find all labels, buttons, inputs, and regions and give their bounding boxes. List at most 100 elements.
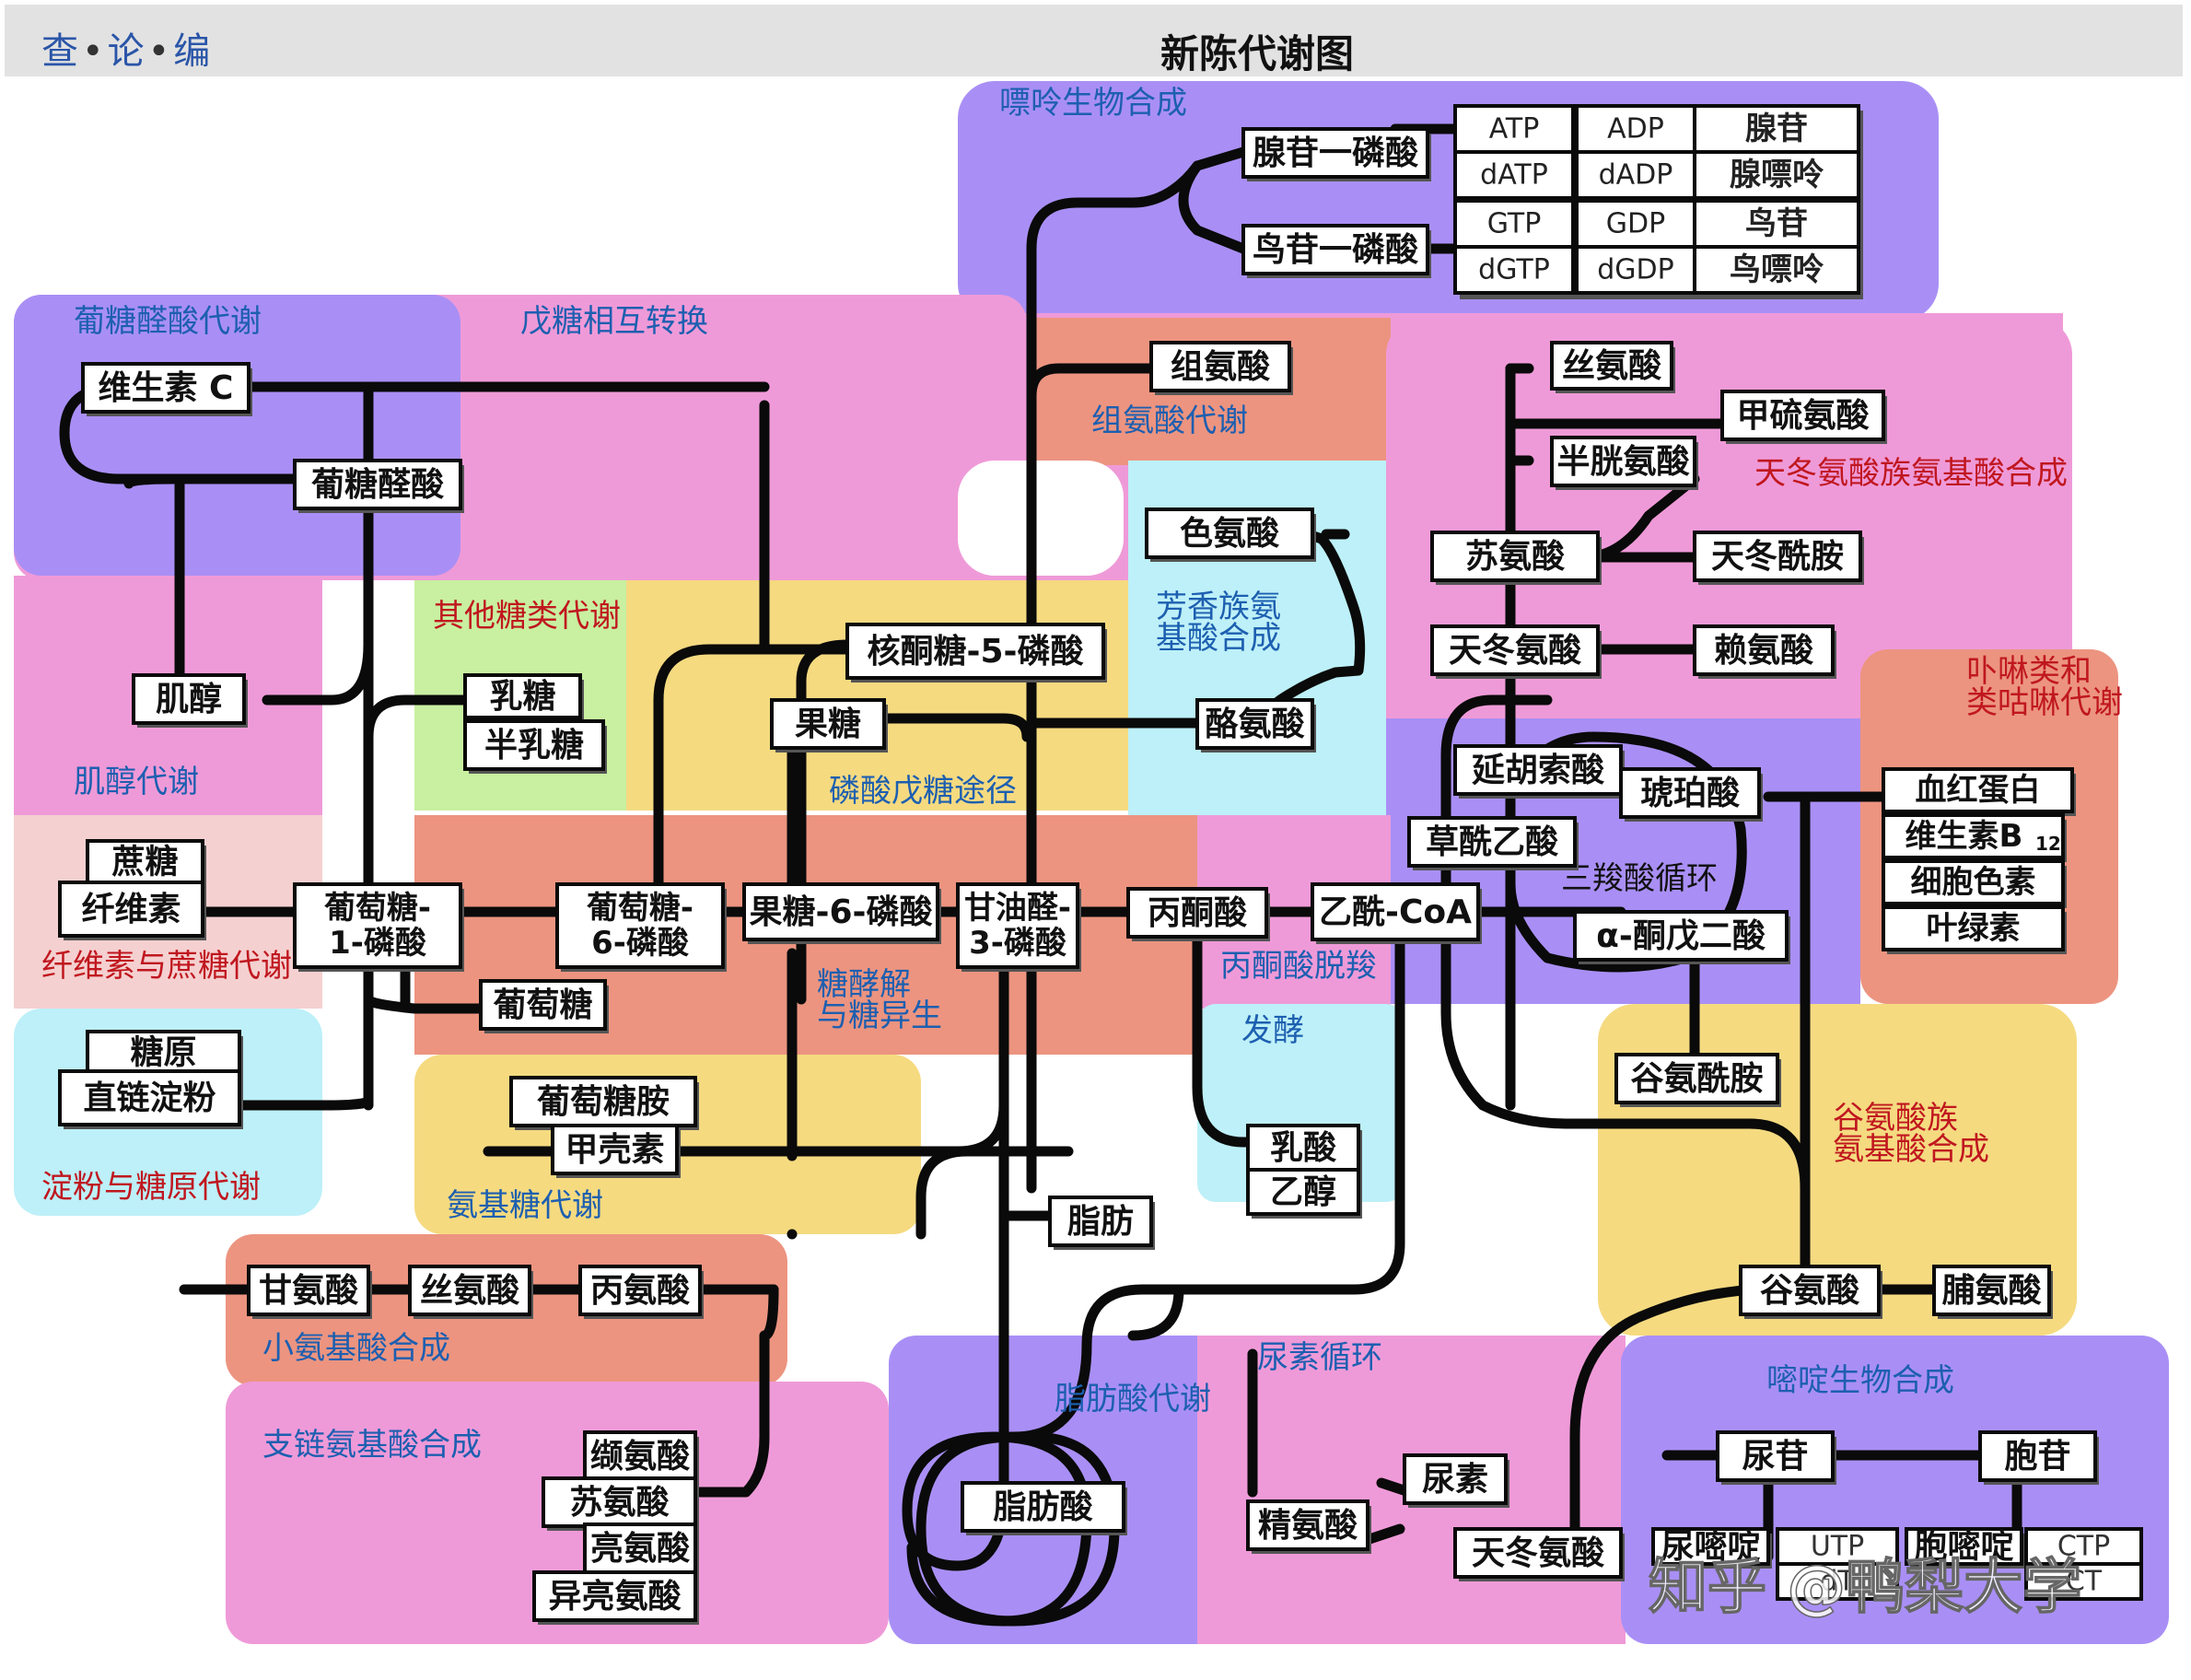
purine-cell[interactable]: GDP [1606,208,1665,240]
node-glutamate[interactable]: 谷氨酸 [1739,1265,1882,1319]
node-histidine[interactable]: 组氨酸 [1149,341,1293,395]
node-g1p[interactable]: 葡萄糖-1-磷酸 [293,882,464,972]
node-tryptophan[interactable]: 色氨酸 [1145,508,1316,562]
porphyrin-item[interactable]: 维生素B [1905,818,2023,855]
node-proline[interactable]: 脯氨酸 [1932,1265,2053,1319]
node-methionine[interactable]: 甲硫氨酸 [1720,390,1887,444]
node-label: 天冬氨酸 [1449,632,1581,670]
node-serine_bot[interactable]: 丝氨酸 [408,1265,533,1319]
node-amp[interactable]: 腺苷一磷酸 [1241,127,1431,181]
purine-cell[interactable]: ADP [1607,113,1664,146]
purine-cell[interactable]: dGTP [1478,254,1550,286]
node-succinate[interactable]: 琥珀酸 [1619,767,1763,822]
region-label-pentose: 戊糖相互转换 [520,303,708,340]
node-fat[interactable]: 脂肪 [1048,1196,1155,1250]
pyrimidine-nucleotides: UTP CTP dT CT [1776,1527,2143,1601]
talk-link[interactable]: 论 [107,30,145,73]
purine-cell[interactable]: GTP [1487,208,1542,240]
node-aspartate_bot[interactable]: 天冬氨酸 [1453,1527,1625,1581]
node-tyrosine[interactable]: 酪氨酸 [1195,698,1316,752]
nucleotide-label[interactable]: UTP [1811,1531,1864,1563]
node-akg[interactable]: α-酮戊二酸 [1573,910,1790,964]
purine-cell[interactable]: dADP [1599,159,1673,192]
purine-cell[interactable]: 腺苷 [1745,111,1808,147]
node-cytosine[interactable]: 胞嘧啶 [1905,1527,2025,1569]
node-amylose[interactable]: 直链淀粉 [58,1069,243,1129]
node-cytidine[interactable]: 胞苷 [1978,1430,2099,1485]
purine-cell[interactable]: dGDP [1597,254,1673,286]
node-label: 半乳糖 [484,727,584,764]
view-link[interactable]: 查 [41,30,78,73]
node-aspartate_top[interactable]: 天冬氨酸 [1430,624,1602,679]
node-label: 酪氨酸 [1205,706,1304,743]
nucleotide-label[interactable]: CTP [2057,1531,2110,1563]
node-gap[interactable]: 甘油醛-3-磷酸 [956,882,1081,972]
node-label: 脯氨酸 [1941,1272,2041,1310]
node-label: 异亮氨酸 [548,1578,681,1616]
node-lactate[interactable]: 乳酸 [1246,1124,1362,1174]
node-asparagine[interactable]: 天冬酰胺 [1693,531,1864,585]
region-label-histidine: 组氨酸代谢 [1091,402,1248,439]
node-leucine[interactable]: 亮氨酸 [583,1522,699,1577]
node-glucosamine[interactable]: 葡萄糖胺 [509,1076,699,1130]
node-uracil[interactable]: 尿嘧啶 [1651,1527,1772,1569]
node-urea[interactable]: 尿素 [1403,1453,1509,1508]
nucleotide-label[interactable]: dT [1820,1566,1855,1598]
node-uridine[interactable]: 尿苷 [1716,1430,1836,1485]
node-label: 丝氨酸 [1562,347,1661,385]
node-serine_top[interactable]: 丝氨酸 [1550,341,1675,393]
region-label-tca: 三羧酸循环 [1561,860,1718,897]
node-cysteine[interactable]: 半胱氨酸 [1550,436,1698,490]
node-label: 赖氨酸 [1714,632,1813,670]
porphyrin-item[interactable]: 细胞色素 [1911,864,2036,901]
node-ribulose5p[interactable]: 核酮糖-5-磷酸 [845,623,1107,682]
node-ethanol[interactable]: 乙醇 [1246,1168,1362,1219]
node-glucuronic[interactable]: 葡糖醛酸 [293,459,464,513]
node-glucose[interactable]: 葡萄糖 [479,979,609,1033]
node-label: 胞苷 [2004,1438,2070,1476]
node-arginine[interactable]: 精氨酸 [1246,1499,1371,1554]
node-lactose_sugar[interactable]: 乳糖 [463,673,584,722]
node-chitin[interactable]: 甲壳素 [551,1124,681,1178]
purine-cell[interactable]: 鸟嘌呤 [1730,251,1824,288]
node-label: 果糖 [795,706,861,743]
node-acetylcoa[interactable]: 乙酰-CoA [1311,882,1482,944]
node-label: 脂肪 [1067,1203,1134,1241]
node-label: 纤维素 [81,891,181,928]
node-fructose[interactable]: 果糖 [770,698,888,752]
purine-table: ATP ADP 腺苷 dATP dADP 腺嘌呤 GTP GDP 鸟苷 dGTP dGDP 鸟嘌呤 [1453,104,1863,299]
node-label: 甘氨酸 [259,1272,358,1310]
region-label-purine: 嘌呤生物合成 [999,85,1187,122]
node-cellulose[interactable]: 纤维素 [58,881,206,940]
purine-cell[interactable]: dATP [1480,159,1548,192]
node-glutamine[interactable]: 谷氨酰胺 [1614,1053,1781,1107]
node-pyruvate[interactable]: 丙酮酸 [1126,887,1270,941]
node-inositol[interactable]: 肌醇 [132,673,248,728]
purine-cell[interactable]: ATP [1489,113,1540,146]
nucleotide-label[interactable]: CT [2066,1566,2103,1598]
edit-link[interactable]: 编 [173,30,211,73]
node-isoleucine[interactable]: 异亮氨酸 [532,1570,699,1625]
node-lysine[interactable]: 赖氨酸 [1693,624,1836,679]
node-vitc[interactable]: 维生素 C [81,362,252,416]
porphyrin-item[interactable]: 叶绿素 [1927,910,2021,947]
node-label: 精氨酸 [1258,1507,1358,1545]
node-sucrose[interactable]: 蔗糖 [86,839,206,887]
node-galactose[interactable]: 半乳糖 [463,719,607,774]
purine-cell[interactable]: 腺嘌呤 [1730,157,1824,193]
node-fumarate[interactable]: 延胡索酸 [1453,744,1625,799]
porphyrin-item[interactable]: 血红蛋白 [1916,772,2041,809]
node-f6p[interactable]: 果糖-6-磷酸 [742,882,941,944]
node-fattyacid[interactable]: 脂肪酸 [961,1481,1127,1535]
node-label: 苏氨酸 [569,1484,669,1522]
purine-cell[interactable]: 鸟苷 [1745,205,1808,242]
node-g6p[interactable]: 葡萄糖-6-磷酸 [555,882,727,972]
node-alanine[interactable]: 丙氨酸 [578,1265,704,1319]
node-label: 延胡索酸 [1472,752,1604,789]
node-threonine_top[interactable]: 苏氨酸 [1430,531,1602,585]
node-oxaloacetate[interactable]: 草酰乙酸 [1407,816,1579,870]
node-gmp[interactable]: 鸟苷一磷酸 [1241,224,1431,278]
node-glycine[interactable]: 甘氨酸 [247,1265,372,1319]
node-label: 葡糖醛酸 [311,466,444,504]
node-label: 葡萄糖-6-磷酸 [587,890,693,962]
